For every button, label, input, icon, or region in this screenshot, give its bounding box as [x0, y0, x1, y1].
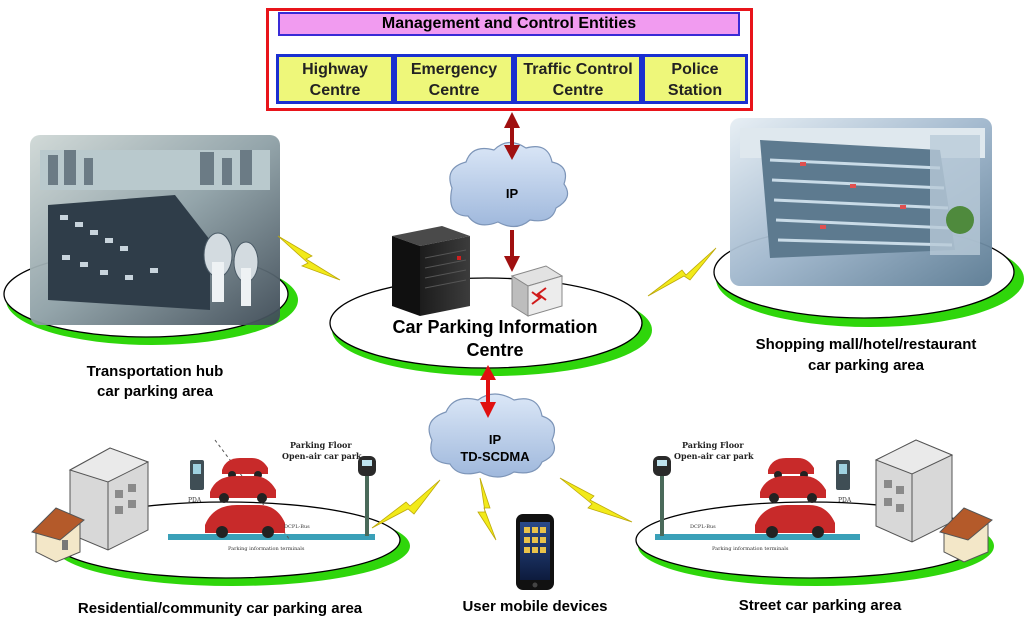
lightning-icon [371, 479, 441, 529]
shopping-mall-image [730, 118, 992, 286]
pda-text: PDA [188, 497, 202, 504]
car-icon [768, 458, 814, 479]
lightning-icon [647, 247, 717, 297]
arrow-centre-td [480, 365, 496, 418]
bus-text: DCPL-Bus [284, 524, 310, 530]
arrow-mgmt-ip [504, 112, 520, 160]
car-icon [205, 505, 285, 538]
entity-label: Emergency Centre [410, 61, 498, 99]
router-icon [510, 265, 564, 317]
terminal-text: Parking information terminals [228, 546, 305, 552]
open-air-text: Open-air car park [282, 451, 362, 461]
car-icon [755, 505, 835, 538]
car-icon [760, 476, 826, 503]
cloud-ip-label: IP [505, 186, 519, 201]
entity-label: Traffic Control Centre [523, 61, 633, 99]
entity-label: Highway Centre [302, 61, 368, 99]
cloud-td-label-1: IP [488, 432, 502, 447]
arrow-ip-centre [504, 230, 520, 272]
lightning-icon [559, 477, 633, 523]
area-label-residential: Residential/community car parking area [77, 600, 363, 617]
entity-traffic-control-centre: Traffic Control Centre [514, 54, 642, 104]
lightning-icon [277, 235, 341, 281]
residential-scene: Parking Floor Open-air car park PDA DCPL… [31, 439, 376, 563]
entity-emergency-centre: Emergency Centre [394, 54, 514, 104]
cloud-icon [428, 393, 555, 478]
management-title: Management and Control Entities [278, 12, 740, 36]
phone-icon [516, 514, 554, 590]
pda-text: PDA [838, 497, 852, 504]
cloud-td-label-2: TD-SCDMA [460, 449, 530, 464]
entity-highway-centre: Highway Centre [276, 54, 394, 104]
lightning-icon [477, 477, 497, 541]
entity-police-station: Police Station [642, 54, 748, 104]
transport-hub-image [30, 135, 280, 325]
parking-floor-text: Parking Floor [682, 440, 744, 450]
street-scene: Parking Floor Open-air car park PDA DCPL… [653, 439, 993, 563]
entity-label: Police Station [667, 61, 723, 99]
area-label-transport: Transportation hub car parking area [86, 363, 224, 400]
area-label-mobile: User mobile devices [462, 598, 608, 615]
cloud-icon [449, 141, 569, 228]
centre-label: Car Parking Information Centre [392, 317, 598, 360]
server-icon [392, 226, 470, 316]
car-icon [210, 476, 276, 503]
area-label-shopping: Shopping mall/hotel/restaurant car parki… [755, 336, 977, 374]
area-label-street: Street car parking area [738, 597, 902, 614]
open-air-text: Open-air car park [674, 451, 754, 461]
bus-text: DCPL-Bus [690, 524, 716, 530]
car-icon [222, 458, 268, 479]
terminal-text: Parking information terminals [712, 546, 789, 552]
parking-floor-text: Parking Floor [290, 440, 352, 450]
